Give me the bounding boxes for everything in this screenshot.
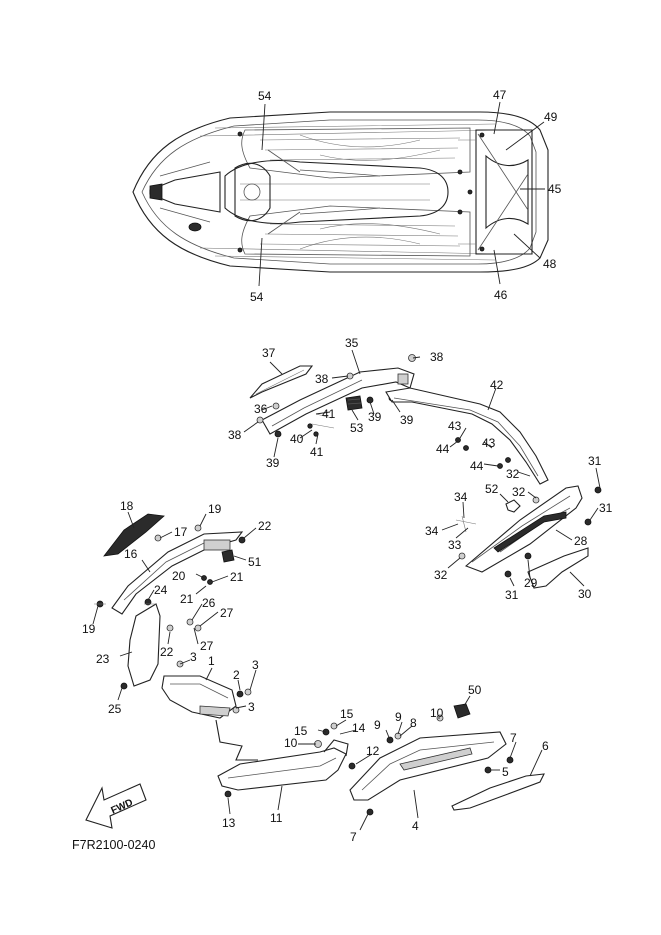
callout-43: 43: [448, 419, 462, 433]
callout-31: 31: [588, 454, 602, 468]
rear-lower-leaders: [441, 467, 601, 587]
callout-23: 23: [96, 652, 110, 666]
front-lower-duct-parts: [161, 660, 258, 761]
callout-44: 44: [470, 459, 484, 473]
callout-39: 39: [266, 456, 280, 470]
callout-26: 26: [202, 596, 216, 610]
callout-7: 7: [510, 731, 517, 745]
callout-21: 21: [180, 592, 194, 606]
callout-15: 15: [340, 707, 354, 721]
top-view-leaders: [258, 101, 545, 287]
callout-12: 12: [366, 744, 380, 758]
callout-24: 24: [154, 583, 168, 597]
callout-11: 11: [270, 811, 283, 825]
callout-30: 30: [578, 587, 592, 601]
callout-51: 51: [248, 555, 262, 569]
watercraft-top-view: [132, 111, 549, 273]
callout-8: 8: [410, 716, 417, 730]
front-left-leaders: [92, 511, 257, 701]
callout-33: 33: [448, 538, 462, 552]
callout-54: 54: [258, 89, 272, 103]
callout-48: 48: [543, 257, 557, 271]
callout-17: 17: [174, 525, 188, 539]
callout-35: 35: [345, 336, 359, 350]
side-lower-leaders: [227, 695, 543, 831]
callout-20: 20: [172, 569, 186, 583]
callout-21: 21: [230, 570, 244, 584]
callout-52: 52: [485, 482, 499, 496]
callout-47: 47: [493, 88, 507, 102]
rear-upper-leaders: [243, 349, 531, 477]
callout-54: 54: [250, 290, 264, 304]
callout-38: 38: [228, 428, 242, 442]
callout-22: 22: [160, 645, 174, 659]
callout-22: 22: [258, 519, 272, 533]
callout-13: 13: [222, 816, 236, 830]
callout-14: 14: [352, 721, 366, 735]
forward-direction-arrow: FWD: [85, 783, 147, 829]
callout-10: 10: [430, 706, 444, 720]
side-lower-trim-parts: [217, 703, 545, 816]
front-lower-leaders: [179, 659, 257, 709]
callout-28: 28: [574, 534, 588, 548]
callout-25: 25: [108, 702, 122, 716]
callout-3: 3: [248, 700, 255, 714]
callout-6: 6: [542, 739, 549, 753]
callout-49: 49: [544, 110, 558, 124]
callout-43: 43: [482, 436, 496, 450]
callout-38: 38: [315, 372, 329, 386]
callout-39: 39: [368, 410, 382, 424]
callout-46: 46: [494, 288, 508, 302]
callout-44: 44: [436, 442, 450, 456]
rear-upper-trim-parts: [249, 354, 549, 485]
diagram-code: F7R2100-0240: [72, 838, 155, 852]
callout-41: 41: [310, 445, 324, 459]
callout-40: 40: [290, 432, 304, 446]
callout-27: 27: [220, 606, 234, 620]
callout-53: 53: [350, 421, 364, 435]
callout-19: 19: [208, 502, 222, 516]
callout-4: 4: [412, 819, 419, 833]
callout-19: 19: [82, 622, 96, 636]
callout-29: 29: [524, 576, 538, 590]
rear-lower-trim-parts: [455, 485, 602, 589]
callout-36: 36: [254, 402, 268, 416]
callout-34: 34: [425, 524, 439, 538]
callout-3: 3: [190, 650, 197, 664]
callout-18: 18: [120, 499, 134, 513]
callout-27: 27: [200, 639, 214, 653]
callout-16: 16: [124, 547, 138, 561]
callout-39: 39: [400, 413, 414, 427]
callout-31: 31: [599, 501, 613, 515]
callout-32: 32: [434, 568, 448, 582]
front-left-trim-parts: [94, 513, 246, 690]
callout-7: 7: [350, 830, 357, 844]
callout-42: 42: [490, 378, 504, 392]
callout-41: 41: [322, 407, 336, 421]
callout-5: 5: [502, 765, 509, 779]
callout-32: 32: [506, 467, 520, 481]
callout-9: 9: [374, 718, 381, 732]
callout-38: 38: [430, 350, 444, 364]
callout-37: 37: [262, 346, 276, 360]
callout-31: 31: [505, 588, 519, 602]
callout-labels: 54 54 47 49 45 48 46 37 35 38 38 38 36 4…: [82, 88, 613, 844]
callout-3: 3: [252, 658, 259, 672]
callout-32: 32: [512, 485, 526, 499]
callout-1: 1: [208, 654, 215, 668]
callout-50: 50: [468, 683, 482, 697]
callout-2: 2: [233, 668, 240, 682]
callout-45: 45: [548, 182, 562, 196]
callout-34: 34: [454, 490, 468, 504]
callout-15: 15: [294, 724, 308, 738]
callout-10: 10: [284, 736, 298, 750]
callout-9: 9: [395, 710, 402, 724]
